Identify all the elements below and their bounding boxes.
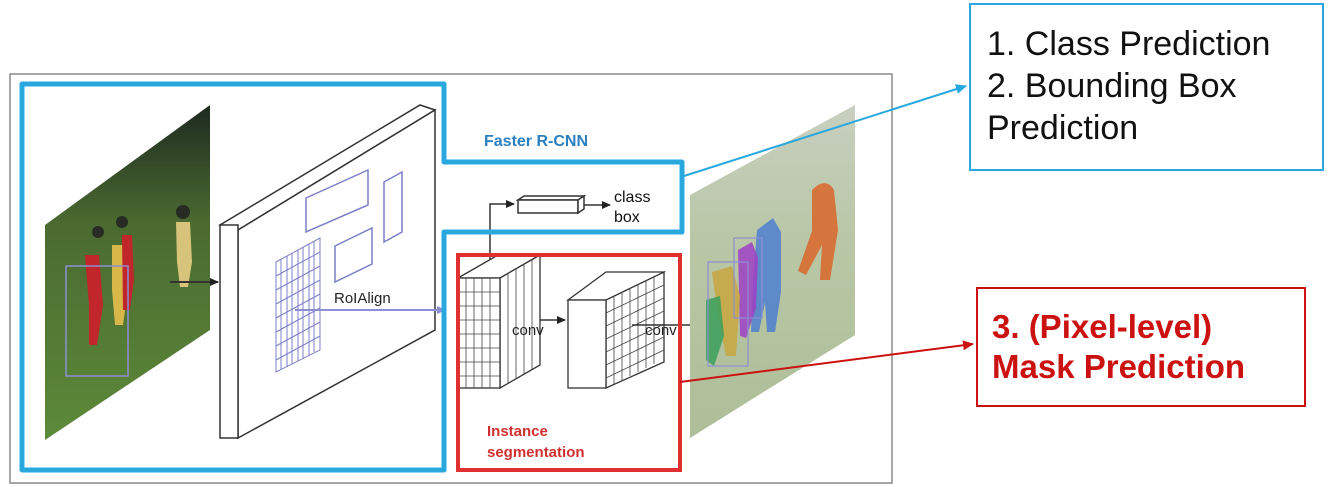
- box-label: box: [614, 209, 640, 226]
- callout-line-pixel-level: 3. (Pixel-level): [992, 308, 1213, 345]
- blue-connector-arrow: [683, 84, 967, 177]
- faster-rcnn-outline: [19, 81, 685, 473]
- instance-segmentation-outline: [456, 253, 682, 472]
- conv2-label: conv: [645, 322, 677, 339]
- mask-conv-block-2: [566, 270, 666, 390]
- mask-conv-block-1: [455, 253, 543, 390]
- callout-line-mask-prediction: Mask Prediction: [992, 348, 1246, 385]
- roialign-label: RoIAlign: [334, 290, 391, 307]
- roi-boxes: [305, 168, 403, 284]
- callout-line-class-prediction: 1. Class Prediction: [987, 25, 1271, 63]
- feature-grid: [275, 237, 321, 373]
- input-image: [45, 105, 210, 440]
- mask-conv-grid-2: [605, 276, 665, 384]
- instance-label-line1: Instance: [487, 423, 548, 440]
- class-label: class: [614, 189, 650, 206]
- conv1-label: conv: [512, 322, 544, 339]
- mask-callout: 3. (Pixel-level) Mask Prediction: [976, 287, 1306, 407]
- output-image: [690, 105, 855, 438]
- faster-rcnn-label: Faster R-CNN: [484, 133, 588, 150]
- class-box-callout: 1. Class Prediction 2. Bounding Box Pred…: [969, 3, 1324, 171]
- red-connector-arrow: [679, 340, 974, 383]
- callout-line-bounding-box: 2. Bounding Box: [987, 67, 1237, 105]
- instance-label-line2: segmentation: [487, 444, 585, 461]
- mask-conv-grid-1: [458, 259, 533, 388]
- callout-line-prediction: Prediction: [987, 109, 1139, 147]
